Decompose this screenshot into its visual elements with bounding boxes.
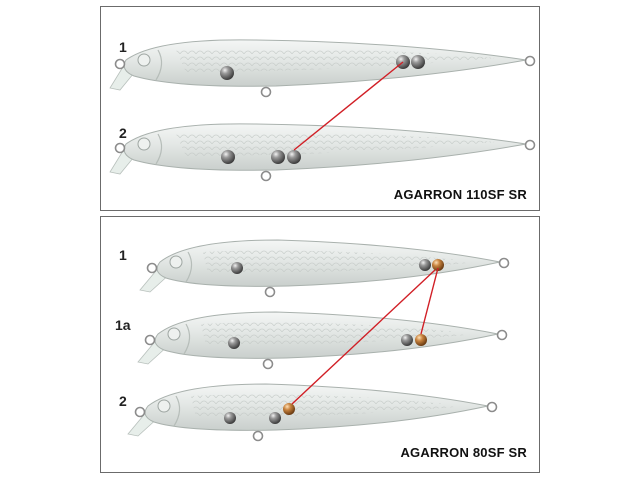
brass-ball [283, 403, 295, 415]
steel-ball [411, 55, 425, 69]
connector-line [420, 267, 439, 335]
steel-ball [220, 66, 234, 80]
steel-ball [419, 259, 431, 271]
lure-80-row-2 [127, 383, 498, 442]
row-label-2: 2 [119, 125, 127, 141]
steel-ball [401, 334, 413, 346]
connector-line [291, 269, 436, 405]
connector-line [293, 61, 404, 151]
panel-agarron-110: 1 2 AGARRON 110SF SR [100, 6, 540, 211]
steel-ball [221, 150, 235, 164]
steel-ball [228, 337, 240, 349]
row-label-1a: 1a [115, 317, 131, 333]
lure-80-row-1 [139, 239, 510, 298]
panel-caption: AGARRON 110SF SR [393, 187, 527, 202]
lure-110-row-1 [109, 39, 536, 98]
brass-ball [432, 259, 444, 271]
row-label-1: 1 [119, 247, 127, 263]
steel-ball [224, 412, 236, 424]
brass-ball [415, 334, 427, 346]
lure-80-row-1a [137, 311, 508, 370]
steel-ball [231, 262, 243, 274]
steel-ball [269, 412, 281, 424]
steel-ball [287, 150, 301, 164]
row-label-1: 1 [119, 39, 127, 55]
panel-caption: AGARRON 80SF SR [400, 445, 527, 460]
row-label-2: 2 [119, 393, 127, 409]
lure-110-row-2 [109, 123, 536, 182]
steel-ball [271, 150, 285, 164]
